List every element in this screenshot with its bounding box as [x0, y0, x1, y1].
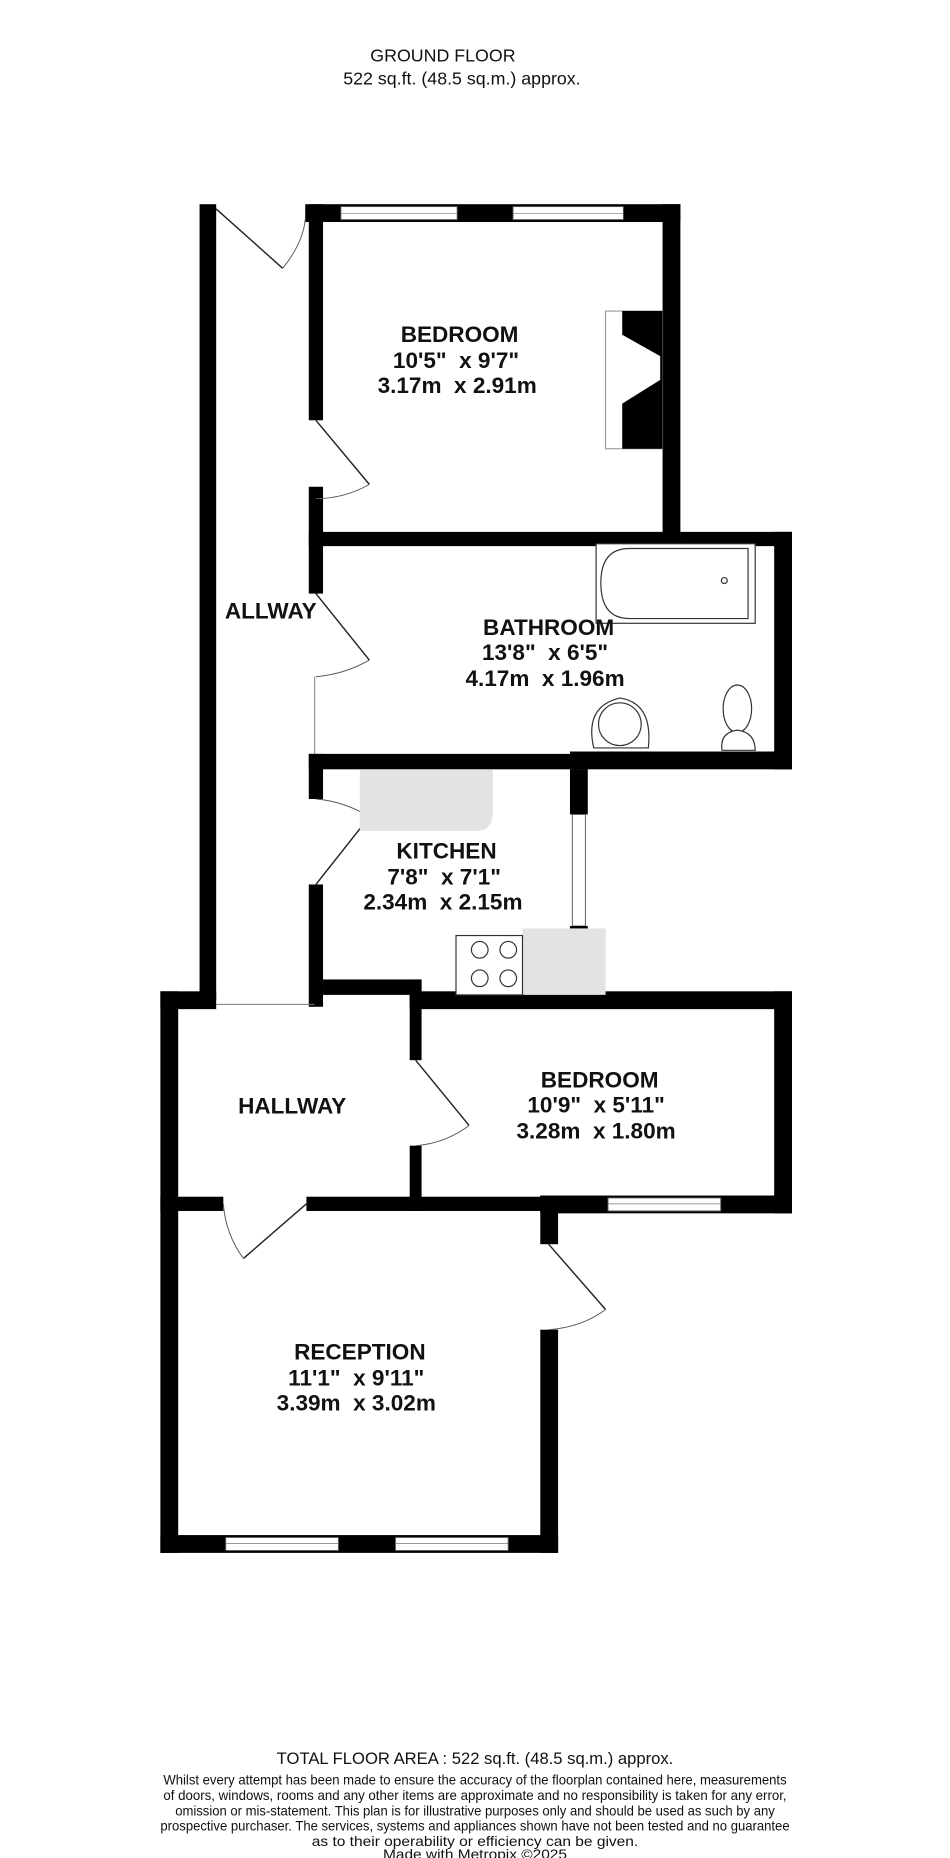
sink — [591, 697, 650, 749]
room-kitchen: KITCHEN 7'8" x 7'1" 2.34m x 2.15m — [363, 838, 522, 914]
walls — [160, 204, 792, 1553]
hob — [455, 934, 524, 996]
room-size-imperial: 7'8" x 7'1" — [387, 864, 501, 889]
window — [225, 1536, 339, 1551]
room-reception: RECEPTION 11'1" x 9'11" 3.39m x 3.02m — [277, 1339, 436, 1415]
room-size-imperial: 13'8" x 6'5" — [482, 640, 608, 665]
floor-area: 522 sq.ft. (48.5 sq.m.) approx. — [343, 68, 580, 88]
credit: Made with Metropix ©2025 — [383, 1847, 567, 1858]
window — [394, 1536, 509, 1551]
room-name: BEDROOM — [541, 1067, 659, 1092]
floor-name: GROUND FLOOR — [370, 46, 515, 66]
room-hallway: HALLWAY — [238, 1094, 346, 1119]
room-bedroom-2: BEDROOM 10'9" x 5'11" 3.28m x 1.80m — [516, 1067, 675, 1143]
worktop — [522, 928, 606, 995]
toilet — [722, 684, 753, 734]
worktop — [359, 769, 493, 832]
room-bathroom: BATHROOM 13'8" x 6'5" 4.17m x 1.96m — [465, 615, 624, 691]
disclaimer-line: prospective purchaser. The services, sys… — [160, 1819, 789, 1834]
disclaimer-line: Whilst every attempt has been made to en… — [163, 1772, 787, 1787]
room-size-metric: 3.17m x 2.91m — [378, 373, 537, 398]
room-size-imperial: 10'5" x 9'7" — [393, 348, 519, 373]
room-size-metric: 4.17m x 1.96m — [465, 666, 624, 691]
disclaimer-line: omission or mis-statement. This plan is … — [175, 1803, 775, 1818]
room-size-metric: 2.34m x 2.15m — [363, 889, 522, 914]
window — [340, 206, 458, 221]
window — [571, 813, 586, 927]
room-size-metric: 3.28m x 1.80m — [516, 1119, 675, 1144]
room-size-metric: 3.39m x 3.02m — [277, 1390, 436, 1415]
room-size-imperial: 11'1" x 9'11" — [288, 1365, 424, 1390]
room-name: BEDROOM — [401, 322, 519, 347]
total-floor-area: TOTAL FLOOR AREA : 522 sq.ft. (48.5 sq.m… — [277, 1749, 674, 1768]
room-size-imperial: 10'9" x 5'11" — [527, 1092, 664, 1117]
fixtures — [359, 310, 756, 996]
window — [512, 206, 624, 221]
window — [607, 1197, 722, 1212]
disclaimer-line: of doors, windows, rooms and any other i… — [163, 1788, 786, 1803]
room-name: RECEPTION — [294, 1339, 426, 1364]
room-name: BATHROOM — [483, 615, 614, 640]
room-bedroom-1: BEDROOM 10'5" x 9'7" 3.17m x 2.91m — [378, 322, 537, 398]
disclaimer-line: as to their operability or efficiency ca… — [312, 1834, 638, 1849]
room-allway: ALLWAY — [225, 599, 317, 624]
room-name: KITCHEN — [396, 838, 496, 863]
